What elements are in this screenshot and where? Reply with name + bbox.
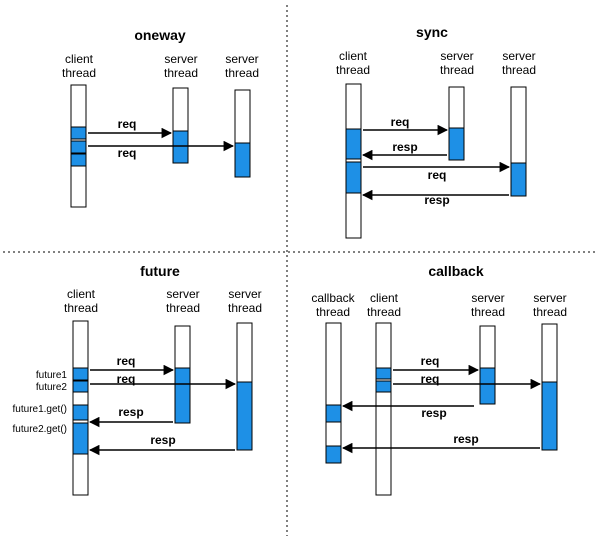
panel-title-sync: sync (416, 24, 448, 40)
client-activation (345, 161, 362, 194)
side-label: future1 (36, 370, 68, 381)
message-label: resp (150, 433, 175, 447)
client-activation (72, 380, 89, 393)
message-label: req (421, 354, 440, 368)
server-activation-2 (541, 381, 558, 451)
side-label: future2 (36, 382, 68, 393)
client-lifeline (345, 83, 362, 239)
panel-title-future: future (140, 263, 180, 279)
client-activation (70, 140, 87, 154)
panel-title-oneway: oneway (134, 27, 186, 43)
client-activation (72, 404, 89, 421)
message-label: resp (118, 405, 143, 419)
client-activation (345, 128, 362, 160)
callback-activation (325, 445, 342, 464)
client-activation (70, 126, 87, 140)
server-activation-2 (236, 381, 253, 451)
message-label: req (117, 372, 136, 386)
server-activation-1 (174, 367, 191, 424)
client-activation (72, 367, 89, 381)
client-activation (375, 380, 392, 393)
message-label: req (117, 354, 136, 368)
server-activation-2 (510, 162, 527, 197)
message-label: resp (421, 406, 446, 420)
message-label: resp (392, 140, 417, 154)
side-label: future1.get() (13, 404, 67, 415)
server-activation-1 (479, 367, 496, 405)
callback-activation (325, 404, 342, 423)
server-activation-2 (234, 142, 251, 178)
message-label: req (391, 115, 410, 129)
client-activation (72, 422, 89, 455)
callback-lifeline (325, 322, 342, 464)
client-activation (70, 153, 87, 167)
message-label: req (118, 146, 137, 160)
message-label: req (421, 372, 440, 386)
panel-title-callback: callback (428, 263, 483, 279)
message-label: req (118, 117, 137, 131)
message-label: resp (453, 432, 478, 446)
client-lifeline (375, 322, 392, 496)
client-activation (375, 367, 392, 380)
message-label: req (428, 168, 447, 182)
server-activation-1 (448, 127, 465, 161)
side-label: future2.get() (13, 424, 67, 435)
message-label: resp (424, 193, 449, 207)
server-activation-1 (172, 130, 189, 164)
